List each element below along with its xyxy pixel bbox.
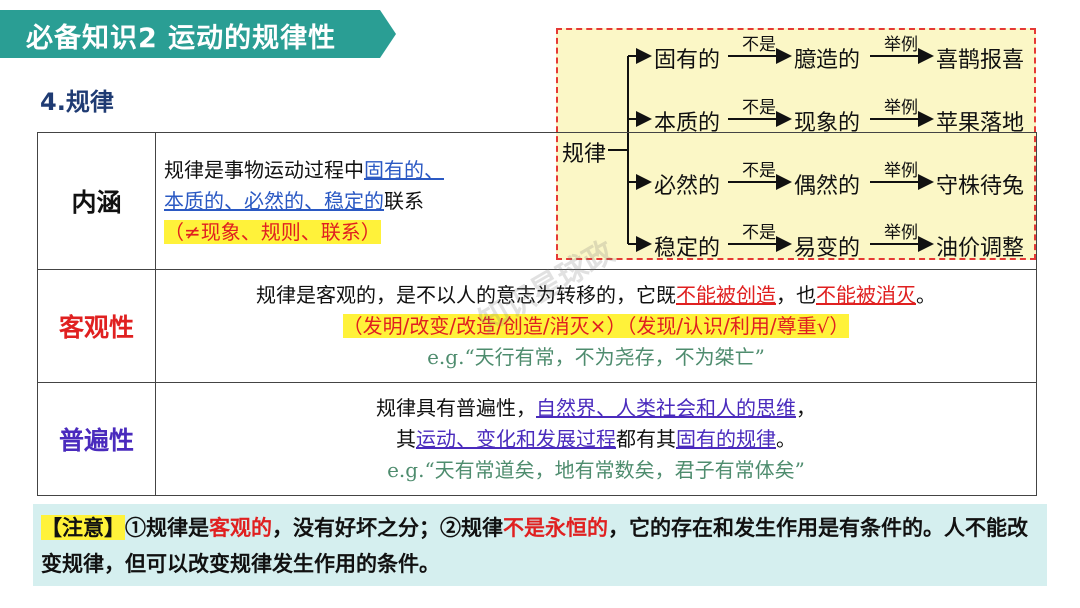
row-content-keguan: 规律是客观的，是不以人的意志为转移的，它既不能被创造，也不能被消灭。 （发明/改…	[155, 269, 1037, 383]
pubian-keyword-3: 固有的规律	[676, 426, 776, 451]
keguan-text-3: 。	[916, 282, 936, 307]
mindmap-not-label-1: 不是	[742, 35, 776, 55]
neihan-keyword-3: 必然的	[244, 188, 304, 213]
attention-note: 【注意】①规律是客观的，没有好坏之分；②规律不是永恒的，它的存在和发生作用是有条…	[33, 504, 1047, 586]
note-tag: 【注意】	[41, 515, 125, 540]
neihan-keyword-4: 稳定的	[324, 188, 384, 213]
pubian-keyword-2: 运动、变化和发展过程	[416, 426, 616, 451]
note-text-3: ，它的存在和发生作用是有条件的。人不能改变规律，但可以改变规律发生作用的条件。	[41, 515, 1028, 576]
mindmap-opposite-1: 臆造的	[794, 48, 861, 73]
note-keyword-1: 客观的	[209, 515, 272, 540]
keguan-keyword-2: 不能被消灭	[816, 282, 916, 307]
note-keyword-2: 不是永恒的	[503, 515, 608, 540]
mindmap-attr-2: 本质的	[654, 111, 721, 136]
neihan-text-1: 规律是事物运动过程中	[164, 157, 364, 182]
mindmap-example-2: 苹果落地	[936, 111, 1025, 136]
row-content-pubian: 规律具有普遍性，自然界、人类社会和人的思维， 其运动、变化和发展过程都有其固有的…	[155, 382, 1037, 496]
pubian-text-2: ，	[796, 395, 816, 420]
section-title: 4.规律	[40, 88, 114, 116]
keguan-note: （发明/改变/改造/创造/消灭×）（发现/认识/利用/尊重√）	[342, 313, 850, 338]
pubian-text-1: 规律具有普遍性，	[376, 395, 536, 420]
row-label-neihan: 内涵	[37, 132, 156, 270]
pubian-text-3: 其	[396, 426, 416, 451]
note-text-2: ，没有好坏之分；②规律	[272, 515, 503, 540]
neihan-sep-1: 、	[424, 157, 444, 182]
note-text-1: ①规律是	[125, 515, 209, 540]
mindmap-opposite-2: 现象的	[794, 111, 861, 136]
mindmap-example-1: 喜鹊报喜	[936, 48, 1025, 73]
keguan-text-2: ，也	[776, 282, 816, 307]
table-row-keguan: 客观性 规律是客观的，是不以人的意志为转移的，它既不能被创造，也不能被消灭。 （…	[37, 269, 1037, 383]
keguan-text-1: 规律是客观的，是不以人的意志为转移的，它既	[256, 282, 676, 307]
neihan-keyword-2: 本质的	[164, 188, 224, 213]
row-label-pubian: 普遍性	[37, 382, 156, 496]
header-title: 必备知识2 运动的规律性	[26, 23, 337, 54]
neihan-sep-2: 、	[224, 188, 244, 213]
mindmap-example-label-2: 举例	[884, 98, 918, 118]
neihan-keyword-1: 固有的	[364, 157, 424, 182]
table-row-neihan: 内涵 规律是事物运动过程中固有的、 本质的、必然的、稳定的联系 （≠现象、规则、…	[37, 132, 1037, 270]
header-band	[0, 10, 396, 58]
mindmap-attr-1: 固有的	[654, 48, 721, 73]
row-content-neihan: 规律是事物运动过程中固有的、 本质的、必然的、稳定的联系 （≠现象、规则、联系）	[155, 132, 1037, 270]
knowledge-table: 内涵 规律是事物运动过程中固有的、 本质的、必然的、稳定的联系 （≠现象、规则、…	[37, 132, 1037, 496]
row-label-keguan: 客观性	[37, 269, 156, 383]
mindmap-example-label-1: 举例	[884, 35, 918, 55]
pubian-text-5: 。	[776, 426, 796, 451]
pubian-keyword-1: 自然界、人类社会和人的思维	[536, 395, 796, 420]
neihan-text-2: 联系	[384, 188, 424, 213]
table-row-pubian: 普遍性 规律具有普遍性，自然界、人类社会和人的思维， 其运动、变化和发展过程都有…	[37, 382, 1037, 496]
neihan-note: （≠现象、规则、联系）	[164, 219, 381, 244]
pubian-text-4: 都有其	[616, 426, 676, 451]
pubian-example: e.g.“天有常道矣，地有常数矣，君子有常体矣”	[387, 457, 805, 482]
neihan-sep-3: 、	[304, 188, 324, 213]
keguan-keyword-1: 不能被创造	[676, 282, 776, 307]
keguan-example: e.g.“天行有常，不为尧存，不为桀亡”	[427, 344, 765, 369]
mindmap-not-label-2: 不是	[742, 98, 776, 118]
